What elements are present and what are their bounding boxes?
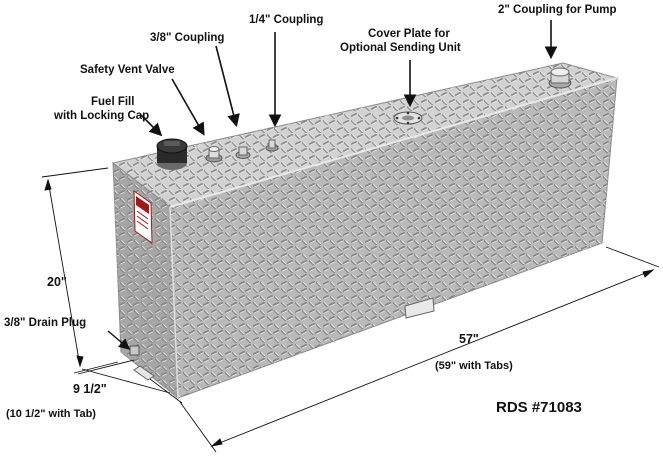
fuel-fill-label-line1: Fuel Fill <box>91 96 134 108</box>
model-number: RDS #71083 <box>496 399 582 416</box>
cover-plate-label-line2: Optional Sending Unit <box>340 42 461 54</box>
fuel-fill-label-line2: with Locking Cap <box>53 110 149 122</box>
width-dimension-line <box>77 359 183 404</box>
width-with-tab-label: (10 1/2" with Tab) <box>6 408 96 420</box>
pump-coupling <box>548 67 572 89</box>
pump-coupling-label: 2" Coupling for Pump <box>498 4 617 16</box>
length-with-tabs-label: (59" with Tabs) <box>435 360 513 372</box>
height-dimension-label: 20" <box>47 275 67 289</box>
mounting-tab <box>404 297 435 319</box>
safety-vent-label: Safety Vent Valve <box>80 64 175 76</box>
arrow-3-8-coupling <box>215 45 240 128</box>
cover-plate-label-line1: Cover Plate for <box>368 28 450 40</box>
arrow-drain-plug <box>107 330 131 350</box>
warning-label <box>133 190 153 244</box>
quarter-coupling-label: 1/4" Coupling <box>249 14 323 26</box>
safety-vent-valve <box>205 146 223 163</box>
cover-plate <box>393 111 423 125</box>
length-dimension-line <box>179 246 660 453</box>
three-eighths-coupling-label: 3/8" Coupling <box>150 32 224 44</box>
arrow-fuel-fill <box>140 114 163 137</box>
drain-plug <box>129 345 155 381</box>
height-dimension-line <box>41 167 119 374</box>
coupling-quarter <box>265 139 279 152</box>
width-dimension-label: 9 1/2" <box>73 382 107 396</box>
drain-plug-label: 3/8" Drain Plug <box>4 317 86 329</box>
arrow-safety-vent <box>171 78 205 136</box>
length-dimension-label: 57" <box>459 332 479 346</box>
fuel-fill-cap <box>156 138 188 170</box>
coupling-3-8 <box>235 146 251 159</box>
